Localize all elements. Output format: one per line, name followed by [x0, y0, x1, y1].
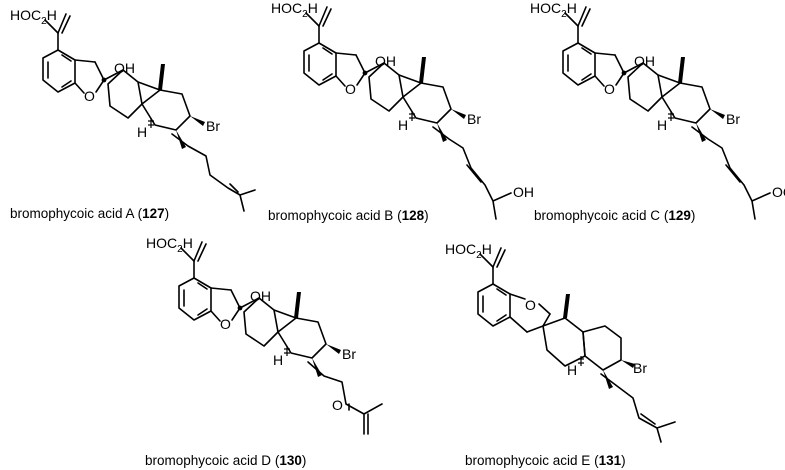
structure-129: HOC2H OH O H Br OOH [530, 0, 785, 220]
caption-128: bromophycoic acid B (128) [268, 208, 429, 223]
hydroperoxy-label: OOH [772, 184, 785, 200]
svg-text:OH: OH [250, 288, 271, 304]
svg-text:HOC2H: HOC2H [146, 235, 193, 255]
svg-text:O: O [604, 81, 615, 97]
svg-text:OH: OH [375, 53, 396, 69]
svg-text:HOC2H: HOC2H [445, 241, 492, 261]
svg-text:Br: Br [467, 111, 481, 127]
svg-text:Br: Br [633, 360, 647, 376]
hydroxy-label: OH [114, 60, 135, 76]
svg-text:OH: OH [634, 53, 655, 69]
svg-text:Br: Br [342, 346, 356, 362]
caption-130: bromophycoic acid D (130) [145, 453, 306, 468]
svg-text:H: H [398, 117, 408, 133]
svg-text:H: H [567, 362, 577, 378]
ketone-oxygen-label: O [332, 397, 343, 413]
hydrogen-label: H [137, 124, 147, 140]
svg-text:Br: Br [726, 111, 740, 127]
caption-129: bromophycoic acid C (129) [534, 208, 695, 223]
svg-text:O: O [220, 316, 231, 332]
svg-text:O: O [345, 81, 356, 97]
structure-128: HOC2H OH O H Br OH [271, 0, 534, 220]
svg-text:HOC2H: HOC2H [530, 0, 577, 20]
caption-131: bromophycoic acid E (131) [465, 453, 626, 468]
svg-text:H: H [657, 117, 667, 133]
svg-text:H: H [273, 352, 283, 368]
structure-130: HOC2H OH O H Br O [146, 235, 383, 435]
svg-text:O: O [525, 297, 536, 313]
structure-127: HOC2H OH O H Br [10, 7, 256, 212]
bromine-label: Br [206, 118, 220, 134]
caption-127: bromophycoic acid A (127) [10, 206, 169, 221]
side-chain-oh-label: OH [513, 184, 534, 200]
structure-131: HOC2H O H Br [445, 241, 676, 443]
oxygen-label: O [84, 88, 95, 104]
co2h-label: HOC2H [10, 7, 57, 27]
svg-text:HOC2H: HOC2H [271, 0, 318, 20]
